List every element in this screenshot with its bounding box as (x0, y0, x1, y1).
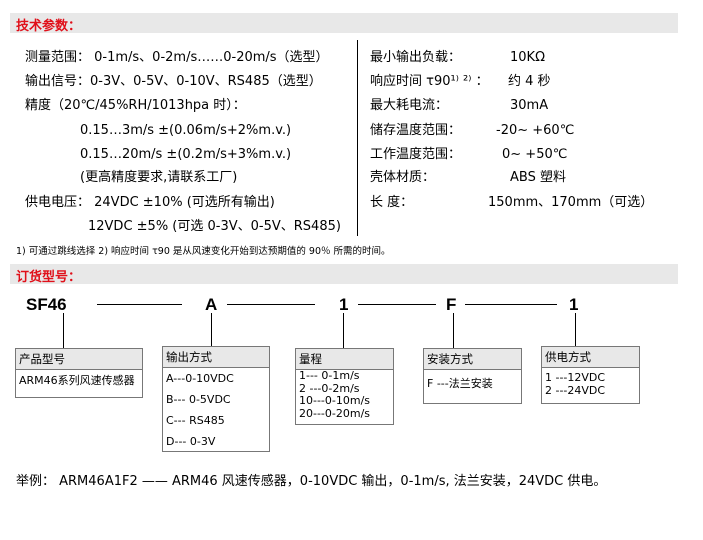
connector-tick (575, 313, 576, 346)
connector-line (97, 304, 182, 305)
spec-housing-value: ABS 塑料 (510, 170, 566, 185)
box-line: 1 ---12VDC (545, 371, 606, 384)
spec-output-signal: 输出信号：0-3V、0-5V、0-10V、RS485（选型） (25, 74, 322, 89)
spec-accuracy-20ms: 0.15…20m/s ±(0.2m/s+3%m.v.) (80, 147, 292, 162)
spec-length-value: 150mm、170mm（可选） (488, 195, 654, 210)
box-head: 产品型号 (16, 349, 142, 370)
box-head: 输出方式 (163, 347, 269, 368)
connector-tick (211, 313, 212, 346)
order-code-mount: F (446, 295, 457, 314)
order-code-range: 1 (339, 295, 349, 314)
connector-line (227, 304, 315, 305)
box-mount-mode: 安装方式 F ---法兰安装 (423, 348, 522, 404)
box-line: C--- RS485 (166, 414, 225, 427)
spec-work-temp-value: 0~ +50℃ (502, 147, 568, 162)
spec-storage-temp-value: -20~ +60℃ (496, 123, 575, 138)
spec-response-label: 响应时间 τ90¹⁾ ²⁾ ： (370, 74, 489, 89)
box-line: D--- 0-3V (166, 435, 216, 448)
connector-line (465, 304, 557, 305)
spec-supply-24v: 供电电压： 24VDC ±10% (可选所有输出) (25, 195, 275, 210)
connector-tick (343, 313, 344, 348)
order-code-model: SF46 (26, 295, 67, 314)
spec-length-label: 长 度： (370, 195, 414, 210)
box-head: 供电方式 (542, 347, 639, 368)
connector-line (358, 304, 436, 305)
spec-accuracy-label: 精度（20℃/45%RH/1013hpa 时）： (25, 98, 246, 113)
order-title: 订货型号： (16, 270, 82, 285)
box-range: 量程 1--- 0-1m/s 2 ---0-2m/s 10---0-10m/s … (295, 348, 394, 425)
specs-header-bar: 技术参数： (10, 13, 678, 34)
box-product-model: 产品型号 ARM46系列风速传感器 (15, 348, 143, 398)
specs-footnote: 1) 可通过跳线选择 2) 响应时间 τ90 是从风速变化开始到达预期值的 90… (16, 246, 391, 257)
spec-current-value: 30mA (510, 98, 549, 113)
box-line: 20---0-20m/s (299, 406, 371, 420)
order-example: 举例： ARM46A1F2 —— ARM46 风速传感器，0-10VDC 输出，… (16, 474, 607, 489)
box-output-mode: 输出方式 A---0-10VDC B--- 0-5VDC C--- RS485 … (162, 346, 270, 452)
spec-current-label: 最大耗电流： (370, 98, 449, 113)
specs-title: 技术参数： (16, 19, 82, 34)
specs-divider (357, 40, 358, 236)
spec-min-load-value: 10KΩ (510, 50, 546, 65)
spec-accuracy-3ms: 0.15…3m/s ±(0.06m/s+2%m.v.) (80, 123, 292, 138)
box-line: B--- 0-5VDC (166, 393, 231, 406)
spec-work-temp-label: 工作温度范围： (370, 147, 462, 162)
connector-tick (453, 313, 454, 348)
box-line: 2 ---24VDC (545, 383, 606, 397)
box-line: F ---法兰安装 (427, 377, 493, 390)
box-line: 1--- 0-1m/s (299, 369, 360, 382)
spec-min-load-label: 最小输出负载： (370, 50, 462, 65)
spec-response-value: 约 4 秒 (508, 74, 551, 89)
connector-tick (63, 313, 64, 348)
box-line: A---0-10VDC (166, 372, 234, 385)
order-code-supply: 1 (569, 295, 579, 314)
box-line: ARM46系列风速传感器 (19, 374, 135, 387)
order-header-bar: 订货型号： (10, 264, 678, 285)
box-line: 10---0-10m/s (299, 394, 371, 407)
order-code-output: A (205, 295, 218, 314)
spec-supply-12v: 12VDC ±5% (可选 0-3V、0-5V、RS485) (88, 219, 341, 234)
spec-accuracy-note: (更高精度要求,请联系工厂) (80, 170, 238, 185)
box-supply-mode: 供电方式 1 ---12VDC 2 ---24VDC (541, 346, 640, 404)
box-head: 量程 (296, 349, 393, 370)
spec-measure-range: 测量范围： 0-1m/s、0-2m/s……0-20m/s（选型） (25, 50, 329, 65)
box-head: 安装方式 (424, 349, 521, 370)
box-line: 2 ---0-2m/s (299, 381, 360, 395)
spec-housing-label: 壳体材质： (370, 170, 436, 185)
spec-storage-temp-label: 储存温度范围： (370, 123, 462, 138)
